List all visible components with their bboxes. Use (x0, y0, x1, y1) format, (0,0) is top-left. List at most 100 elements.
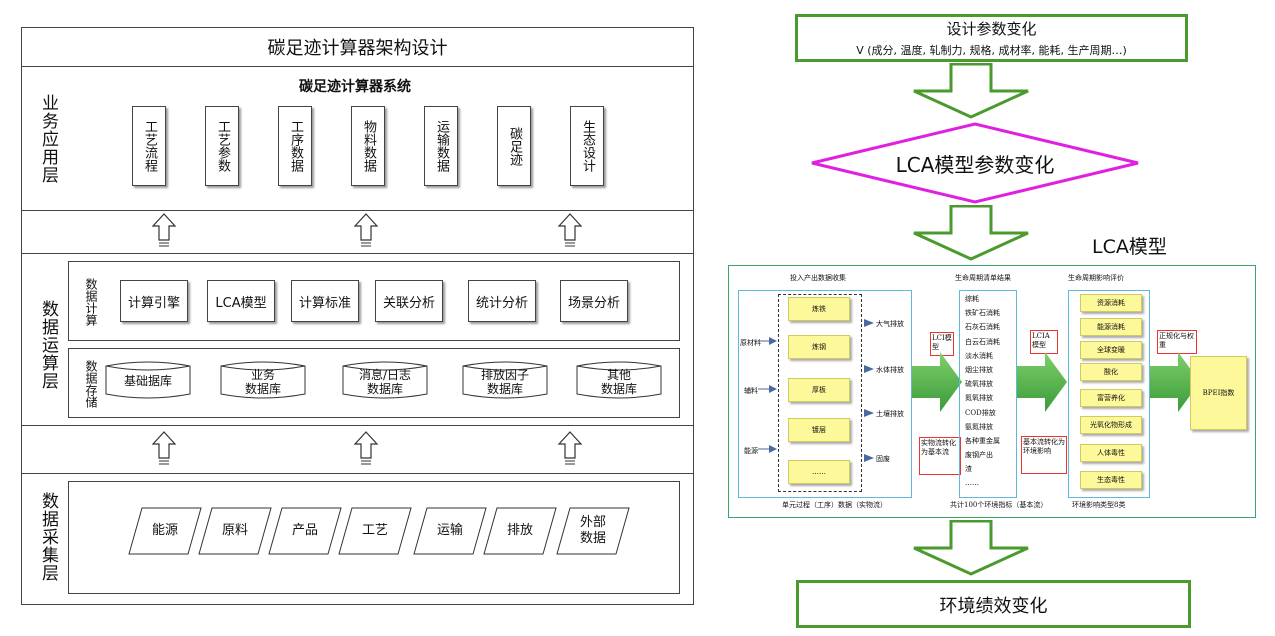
output-arrow-icon (864, 365, 874, 373)
inventory-item: 渣 (965, 465, 972, 474)
calc-label: 数据计算 (84, 278, 98, 326)
database-label: 基础据库 (123, 374, 172, 388)
scenario-analysis-box: 场景分析 (560, 280, 628, 322)
impact-item: 资源消耗 (1080, 294, 1142, 312)
collect-panel (68, 481, 680, 594)
env-performance-box (796, 580, 1191, 628)
divider (21, 66, 694, 67)
inventory-item: 淡水消耗 (965, 351, 993, 360)
storage-label: 数据存储 (84, 360, 98, 408)
source-label: 产品 (291, 523, 318, 538)
panel-foot-1: 单元过程（工序）数据（实物流） (782, 501, 887, 509)
process-panel (738, 290, 912, 498)
divider (21, 473, 694, 474)
source-label: 能源 (151, 523, 178, 538)
impact-item: 光氧化物形成 (1080, 416, 1142, 434)
process-step: 炼钢 (788, 335, 850, 359)
inventory-item: COD排放 (965, 408, 996, 417)
divider (21, 210, 694, 211)
database-cylinder: 业务 数据库 (219, 360, 307, 402)
layer-label-collect: 数据采集层 (38, 492, 58, 582)
system-title: 碳足迹计算器系统 (299, 79, 411, 95)
inventory-item: 烟尘排放 (965, 366, 993, 374)
inventory-item: 氨氮排放 (965, 422, 993, 431)
impact-item: 富营养化 (1080, 389, 1142, 407)
panel-header-impact: 生命周期影响评价 (1068, 274, 1124, 282)
database-cylinder: 消息/日志 数据库 (341, 360, 429, 402)
output-arrow-icon (864, 319, 874, 327)
source-parallelogram: 原料 (198, 507, 272, 555)
divider (21, 253, 694, 254)
source-label-2: 数据 (579, 531, 606, 546)
database-label-2: 数据库 (600, 382, 637, 396)
flow-arrow-icon (1017, 352, 1067, 412)
output-arrow-icon (864, 409, 874, 417)
design-params-sub: V (成分, 温度, 轧制力, 规格, 成材率, 能耗, 生产周期…) (856, 44, 1127, 57)
source-parallelogram: 产品 (268, 507, 342, 555)
up-arrow-icon (353, 431, 379, 465)
up-arrow-icon (353, 213, 379, 247)
process-step: 厚板 (788, 378, 850, 402)
output-label: 固废 (876, 455, 890, 463)
divider (21, 425, 694, 426)
up-arrow-icon (557, 213, 583, 247)
lca-model-box: LCA模型 (207, 280, 275, 322)
bpei-box: BPEI指数 (1190, 356, 1247, 430)
calc-engine-box: 计算引擎 (120, 280, 188, 322)
app-item-transport-data: 运输数据 (424, 106, 458, 186)
database-label-2: 数据库 (366, 382, 403, 396)
source-parallelogram: 排放 (483, 507, 557, 555)
lca-model-label: LCA模型 (1092, 236, 1167, 258)
source-label: 排放 (506, 523, 533, 538)
input-arrow-icon (758, 385, 777, 393)
database-label: 消息/日志 (358, 368, 412, 382)
down-arrow-icon (913, 520, 1029, 576)
inventory-item: 各种重金属 (965, 437, 1000, 445)
source-label: 工艺 (361, 523, 388, 538)
source-label: 运输 (436, 523, 463, 538)
env-performance-label: 环境绩效变化 (939, 596, 1048, 617)
convert-note-2: 基本流转化为环境影响 (1021, 436, 1067, 474)
process-step: …… (788, 460, 850, 484)
input-label: 原材料 (740, 339, 761, 347)
up-arrow-icon (557, 431, 583, 465)
database-cylinder: 基础据库 (104, 360, 192, 402)
statistical-analysis-box: 统计分析 (468, 280, 536, 322)
inventory-item: 综耗 (965, 295, 979, 303)
panel-header-inventory: 生命周期清单结果 (955, 274, 1011, 282)
lca-param-diamond (811, 122, 1139, 204)
down-arrow-icon (913, 205, 1029, 261)
flow-arrow-icon (1150, 352, 1200, 412)
database-label-2: 数据库 (244, 382, 281, 396)
inventory-item: 硫氧排放 (965, 380, 993, 389)
output-arrow-icon (864, 454, 874, 462)
flow-arrow-icon (912, 352, 962, 412)
correlation-analysis-box: 关联分析 (375, 280, 443, 322)
source-label: 原料 (221, 523, 248, 538)
app-item-step-data: 工序数据 (278, 106, 312, 186)
design-params-box (795, 14, 1188, 62)
up-arrow-icon (151, 213, 177, 247)
database-cylinder: 排放因子 数据库 (461, 360, 549, 402)
app-item-process-flow: 工艺流程 (132, 106, 166, 186)
output-label: 水体排放 (876, 366, 904, 374)
database-label: 排放因子 (480, 368, 529, 382)
up-arrow-icon (151, 431, 177, 465)
diagram-title: 碳足迹计算器架构设计 (267, 38, 448, 59)
lcia-tag: LCIA模型 (1030, 330, 1058, 354)
output-label: 土壤排放 (876, 410, 904, 418)
input-label: 辅料 (744, 387, 758, 395)
app-item-material-data: 物料数据 (351, 106, 385, 186)
design-params-title: 设计参数变化 (946, 20, 1037, 38)
database-label-2: 数据库 (486, 382, 523, 396)
input-arrow-icon (758, 337, 777, 345)
calc-panel (68, 261, 680, 341)
database-label: 其他 (606, 368, 631, 382)
input-arrow-icon (758, 445, 777, 453)
impact-item: 能源消耗 (1080, 318, 1142, 336)
source-label: 外部 (579, 515, 606, 530)
convert-note-1: 实物流转化为基本流 (919, 437, 961, 475)
panel-foot-3: 环境影响类型8类 (1072, 501, 1126, 509)
inventory-item: 白云石消耗 (965, 337, 1000, 346)
app-item-process-params: 工艺参数 (205, 106, 239, 186)
